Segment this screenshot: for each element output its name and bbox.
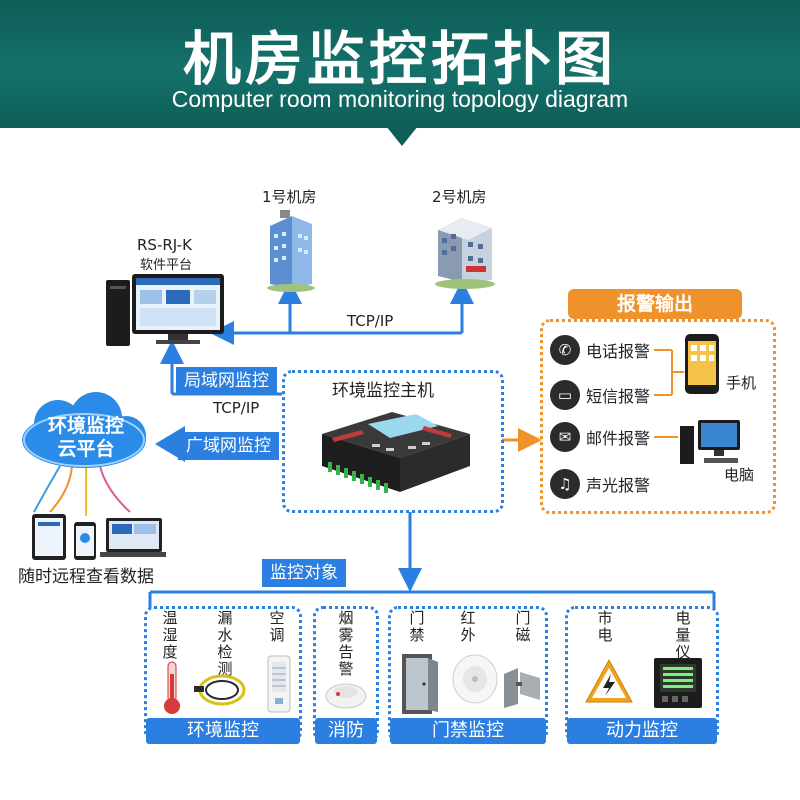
item-access-control: 门禁 (409, 609, 425, 644)
cloud-line1: 环境监控 (47, 415, 124, 437)
remote-devices-icon (32, 514, 166, 560)
power-meter-icon (654, 658, 702, 708)
door-magnet-icon (504, 668, 540, 708)
cloud-line2: 云平台 (57, 438, 115, 460)
wan-monitor-tag: 广域网监控 (178, 432, 279, 460)
wan-arrow-icon (155, 426, 185, 462)
alarm-item-phone: ✆ 电话报警 (550, 335, 650, 365)
item-temp-humidity: 温湿度 (162, 609, 178, 661)
host-device-icon (322, 412, 470, 493)
tcp-top-label: TCP/IP (347, 312, 394, 330)
phone-icon: ✆ (550, 335, 580, 365)
electric-warning-icon (585, 658, 633, 703)
item-aircon: 空调 (269, 609, 285, 644)
mail-icon: ✉ (550, 422, 580, 452)
computer-label: 电脑 (724, 466, 755, 484)
category-access: 门禁监控 (390, 718, 546, 744)
leak-sensor-icon (194, 674, 246, 706)
cloud-icon (22, 392, 146, 468)
item-door-magnet: 门磁 (515, 609, 531, 644)
room1-label: 1号机房 (262, 188, 317, 206)
alarm-output-title: 报警输出 (568, 289, 742, 319)
item-water-leak: 漏水检测 (217, 609, 233, 678)
item-smoke-alarm: 烟雾告警 (338, 609, 354, 678)
building-1-icon (267, 210, 315, 292)
room2-label: 2号机房 (432, 188, 487, 206)
software-desc: 软件平台 (140, 258, 193, 273)
alarm-label-mail: 邮件报警 (586, 429, 651, 448)
alarm-item-mail: ✉ 邮件报警 (550, 422, 650, 452)
building-2-icon (435, 218, 495, 289)
alarm-item-sms: ▭ 短信报警 (550, 380, 650, 410)
alarm-box (540, 319, 776, 514)
alarm-label-sound: 声光报警 (586, 476, 651, 495)
header-banner (0, 0, 800, 128)
category-power: 动力监控 (567, 718, 717, 744)
software-name: RS-RJ-K (137, 236, 192, 254)
category-environment: 环境监控 (146, 718, 300, 744)
page-title: 机房监控拓扑图 (182, 25, 617, 93)
page-subtitle: Computer room monitoring topology diagra… (171, 86, 629, 112)
smoke-detector-icon (325, 683, 367, 709)
message-icon: ▭ (550, 380, 580, 410)
bell-icon: ♫ (550, 469, 580, 499)
thermometer-icon (164, 661, 180, 714)
mobile-phone-icon (685, 334, 719, 394)
mobile-label: 手机 (726, 374, 757, 392)
category-fire: 消防 (315, 718, 377, 744)
tcp-mid-label: TCP/IP (213, 399, 260, 417)
alarm-label-sms: 短信报警 (586, 387, 651, 406)
remote-view-label: 随时远程查看数据 (18, 567, 154, 587)
item-power-meter: 电量仪 (675, 609, 691, 661)
door-icon (402, 654, 438, 714)
alarm-item-sound: ♫ 声光报警 (550, 469, 650, 499)
monitor-objects-tag: 监控对象 (262, 559, 346, 587)
lan-monitor-tag: 局域网监控 (176, 367, 277, 395)
item-infrared: 红外 (460, 609, 476, 644)
alarm-label-phone: 电话报警 (586, 342, 651, 361)
header-notch (386, 126, 418, 146)
computer-icon (680, 420, 740, 464)
host-label: 环境监控主机 (332, 381, 434, 401)
host-box (282, 370, 504, 513)
desktop-pc-icon (106, 274, 224, 346)
air-conditioner-icon (267, 655, 291, 713)
infrared-sensor-icon (452, 654, 498, 704)
item-mains-power: 市电 (597, 609, 613, 644)
